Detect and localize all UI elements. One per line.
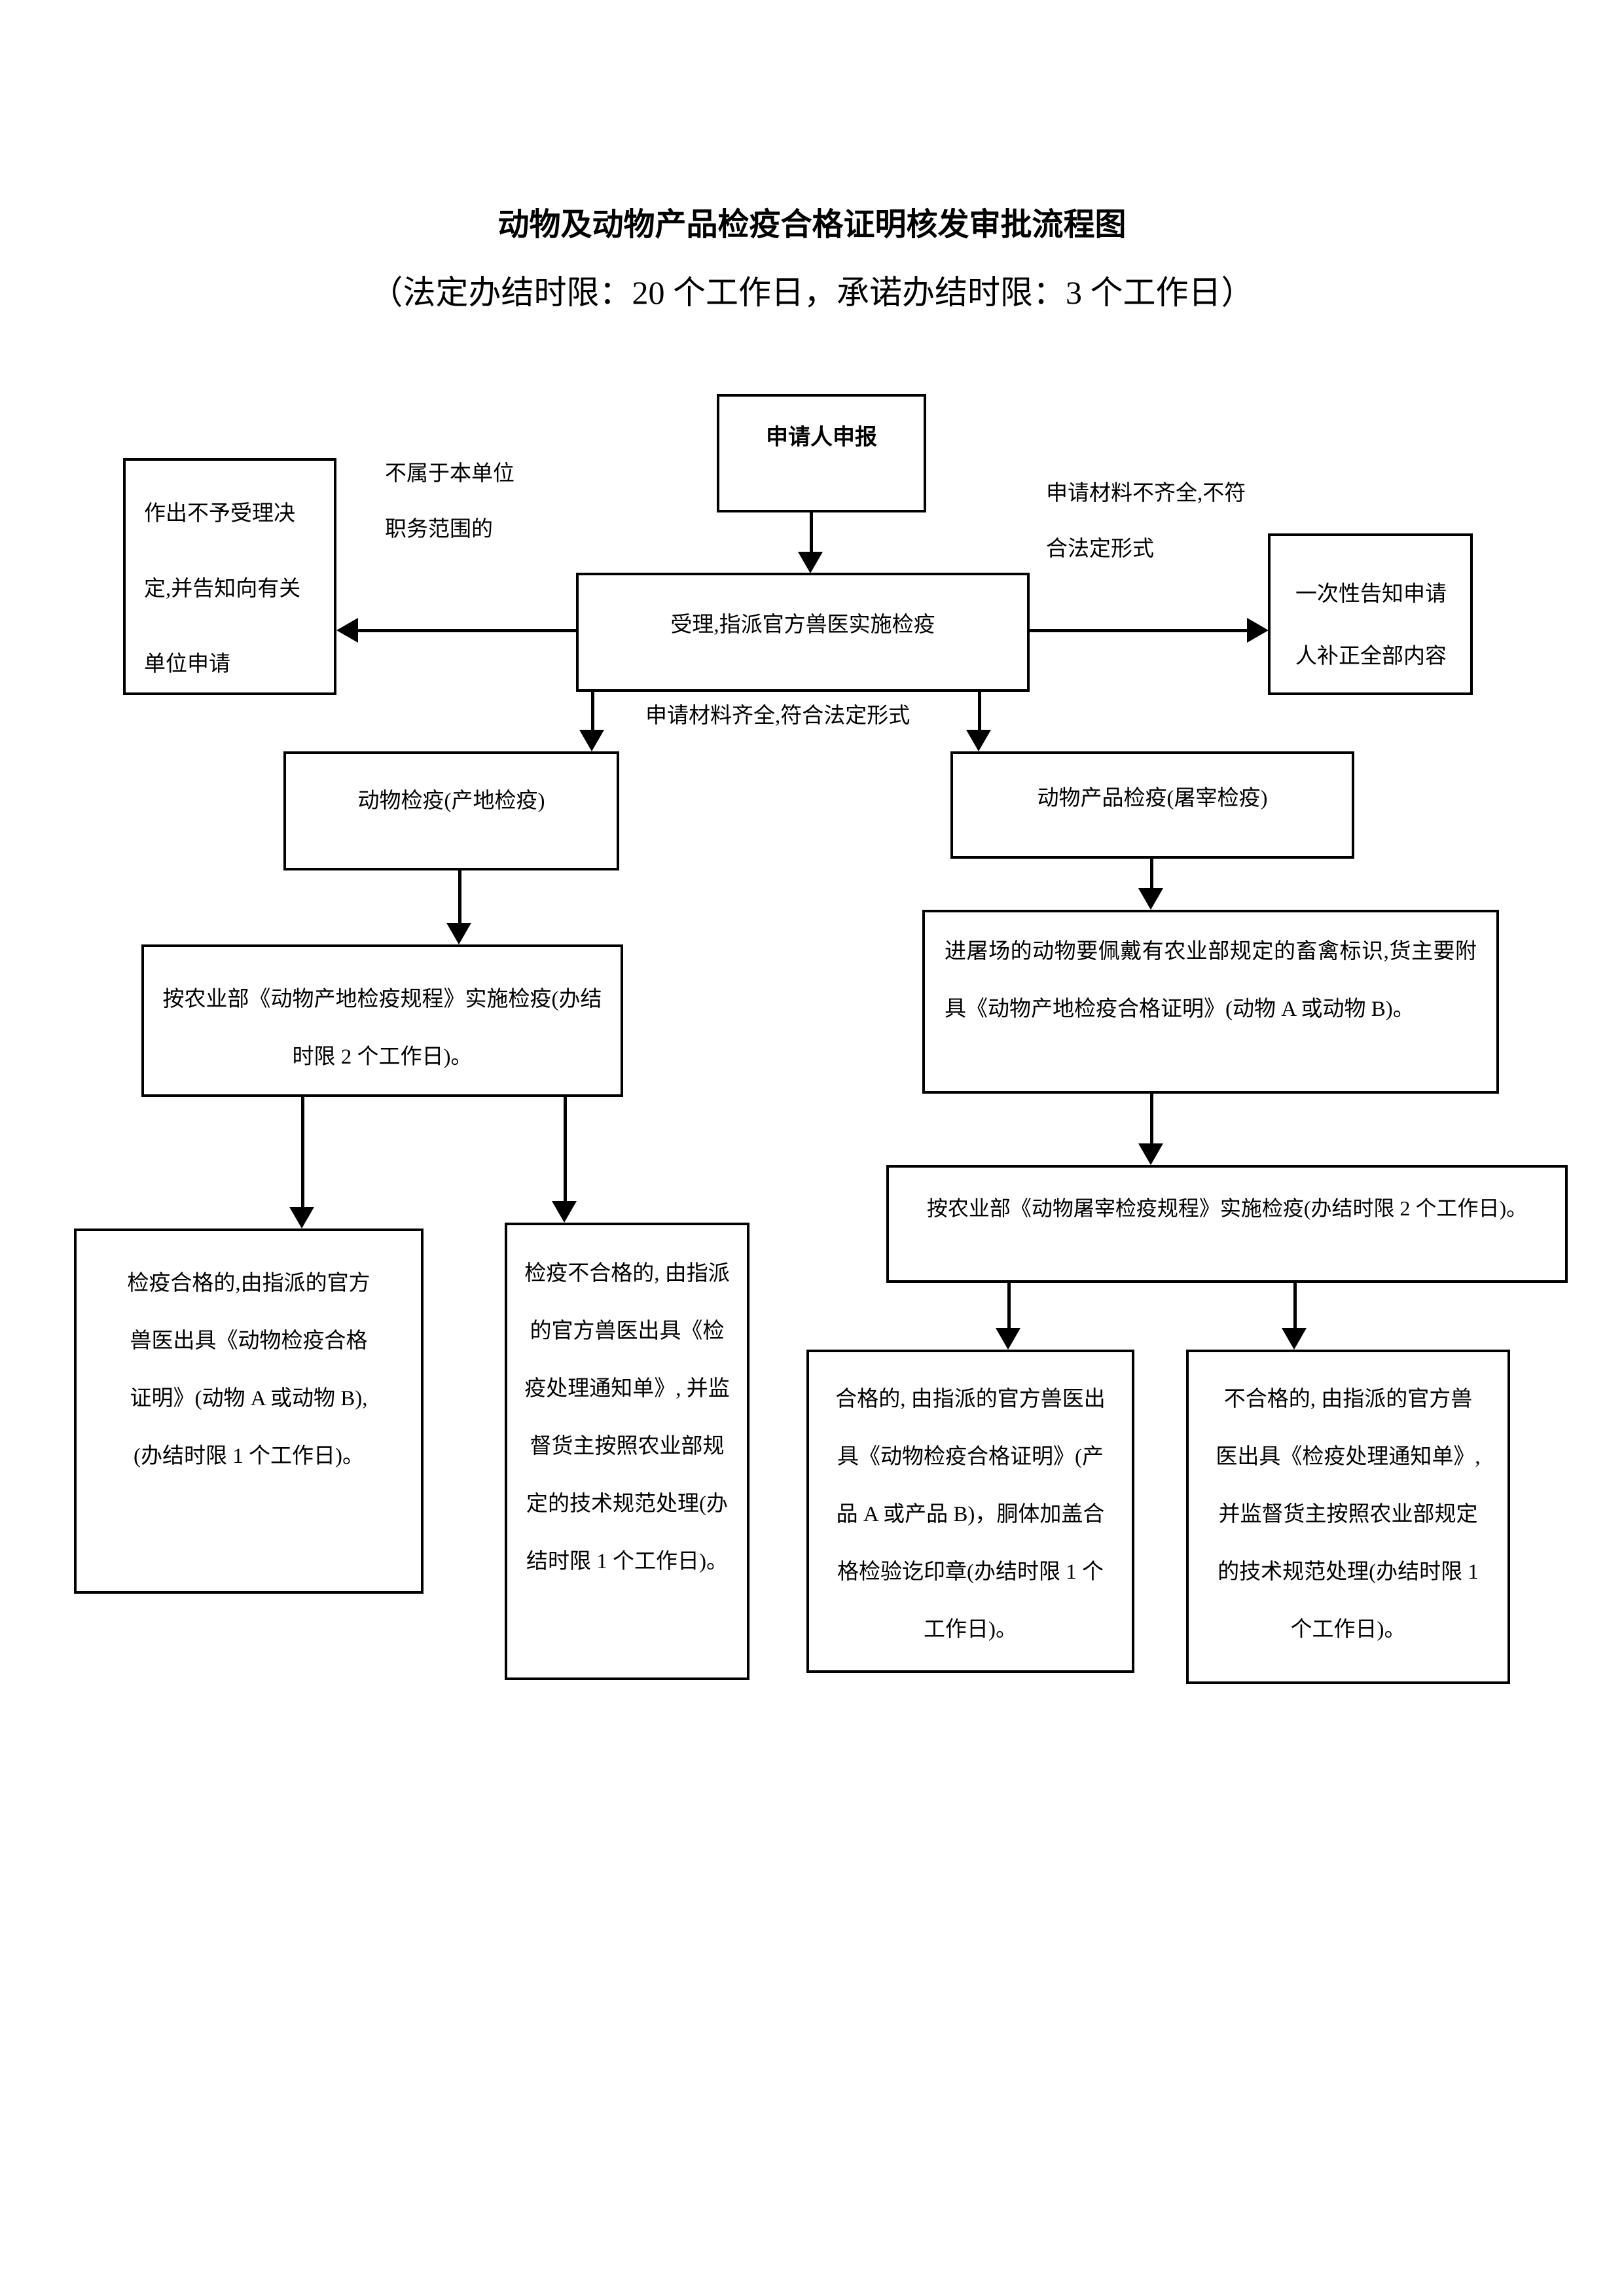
- arrow-slaughter-rule-to-product-fail-line: [1293, 1283, 1297, 1329]
- page-subtitle: （法定办结时限：20 个工作日，承诺办结时限：3 个工作日）: [370, 274, 1254, 311]
- node-origin-quarantine-rule: 按农业部《动物产地检疫规程》实施检疫(办结时限 2 个工作日)。: [141, 944, 623, 1097]
- edge-label-materials-incomplete: 申请材料不齐全,不符合法定形式: [1046, 482, 1246, 561]
- node-slaughter-quarantine-rule: 按农业部《动物屠宰检疫规程》实施检疫(办结时限 2 个工作日)。: [886, 1165, 1568, 1283]
- arrow-accept-to-product-head: [966, 730, 991, 751]
- node-slaughterhouse-entry-rule: 进屠场的动物要佩戴有农业部规定的畜禽标识,货主要附具《动物产地检疫合格证明》(动…: [922, 910, 1499, 1094]
- node-product-quarantine: 动物产品检疫(屠宰检疫): [950, 751, 1354, 859]
- node-animal-quarantine: 动物检疫(产地检疫): [283, 751, 619, 870]
- node-animal-qualified: 检疫合格的,由指派的官方兽医出具《动物检疫合格证明》(动物 A 或动物 B),(…: [74, 1229, 424, 1594]
- arrow-slaughter-rule-to-product-fail-head: [1282, 1328, 1307, 1350]
- arrow-origin-rule-to-animal-fail-line: [564, 1097, 567, 1202]
- node-applicant-declare: 申请人申报: [717, 394, 926, 512]
- node-accept-assign-vet: 受理,指派官方兽医实施检疫: [576, 573, 1030, 692]
- node-animal-unqualified: 检疫不合格的, 由指派的官方兽医出具《检疫处理通知单》, 并监督货主按照农业部规…: [505, 1223, 749, 1680]
- arrow-entry-rule-to-slaughter-rule-line: [1150, 1094, 1153, 1145]
- arrow-product-to-entry-rule-line: [1150, 859, 1153, 890]
- arrow-origin-rule-to-animal-pass-head: [289, 1207, 314, 1229]
- arrow-slaughter-rule-to-product-pass-line: [1007, 1283, 1011, 1329]
- arrow-animal-to-origin-rule-line: [458, 870, 461, 924]
- arrow-origin-rule-to-animal-pass-line: [301, 1097, 304, 1208]
- arrow-accept-to-reject-head: [336, 618, 358, 643]
- arrow-apply-to-accept-line: [810, 512, 813, 553]
- page-title: 动物及动物产品检疫合格证明核发审批流程图: [497, 207, 1127, 242]
- arrow-entry-rule-to-slaughter-rule-head: [1138, 1143, 1163, 1165]
- arrow-slaughter-rule-to-product-pass-head: [996, 1328, 1020, 1350]
- arrow-accept-to-product-line: [978, 692, 981, 731]
- node-notify-correction: 一次性告知申请人补正全部内容: [1268, 533, 1473, 695]
- arrow-accept-to-notify-head: [1247, 618, 1269, 643]
- arrow-accept-to-notify-line: [1030, 629, 1247, 632]
- node-reject-decision: 作出不予受理决定,并告知向有关单位申请: [123, 458, 336, 695]
- arrow-accept-to-animal-line: [591, 692, 594, 731]
- edge-label-materials-complete: 申请材料齐全,符合法定形式: [645, 704, 911, 728]
- arrow-apply-to-accept-head: [798, 552, 823, 573]
- arrow-animal-to-origin-rule-head: [446, 923, 471, 944]
- edge-label-out-of-scope: 不属于本单位职务范围的: [385, 462, 514, 541]
- node-product-unqualified: 不合格的, 由指派的官方兽医出具《检疫处理通知单》, 并监督货主按照农业部规定的…: [1186, 1350, 1510, 1684]
- arrow-origin-rule-to-animal-fail-head: [552, 1201, 577, 1223]
- arrow-product-to-entry-rule-head: [1138, 888, 1163, 910]
- arrow-accept-to-animal-head: [579, 730, 604, 751]
- arrow-accept-to-reject-line: [358, 629, 576, 632]
- node-product-qualified: 合格的, 由指派的官方兽医出具《动物检疫合格证明》(产品 A 或产品 B)，胴体…: [806, 1350, 1134, 1673]
